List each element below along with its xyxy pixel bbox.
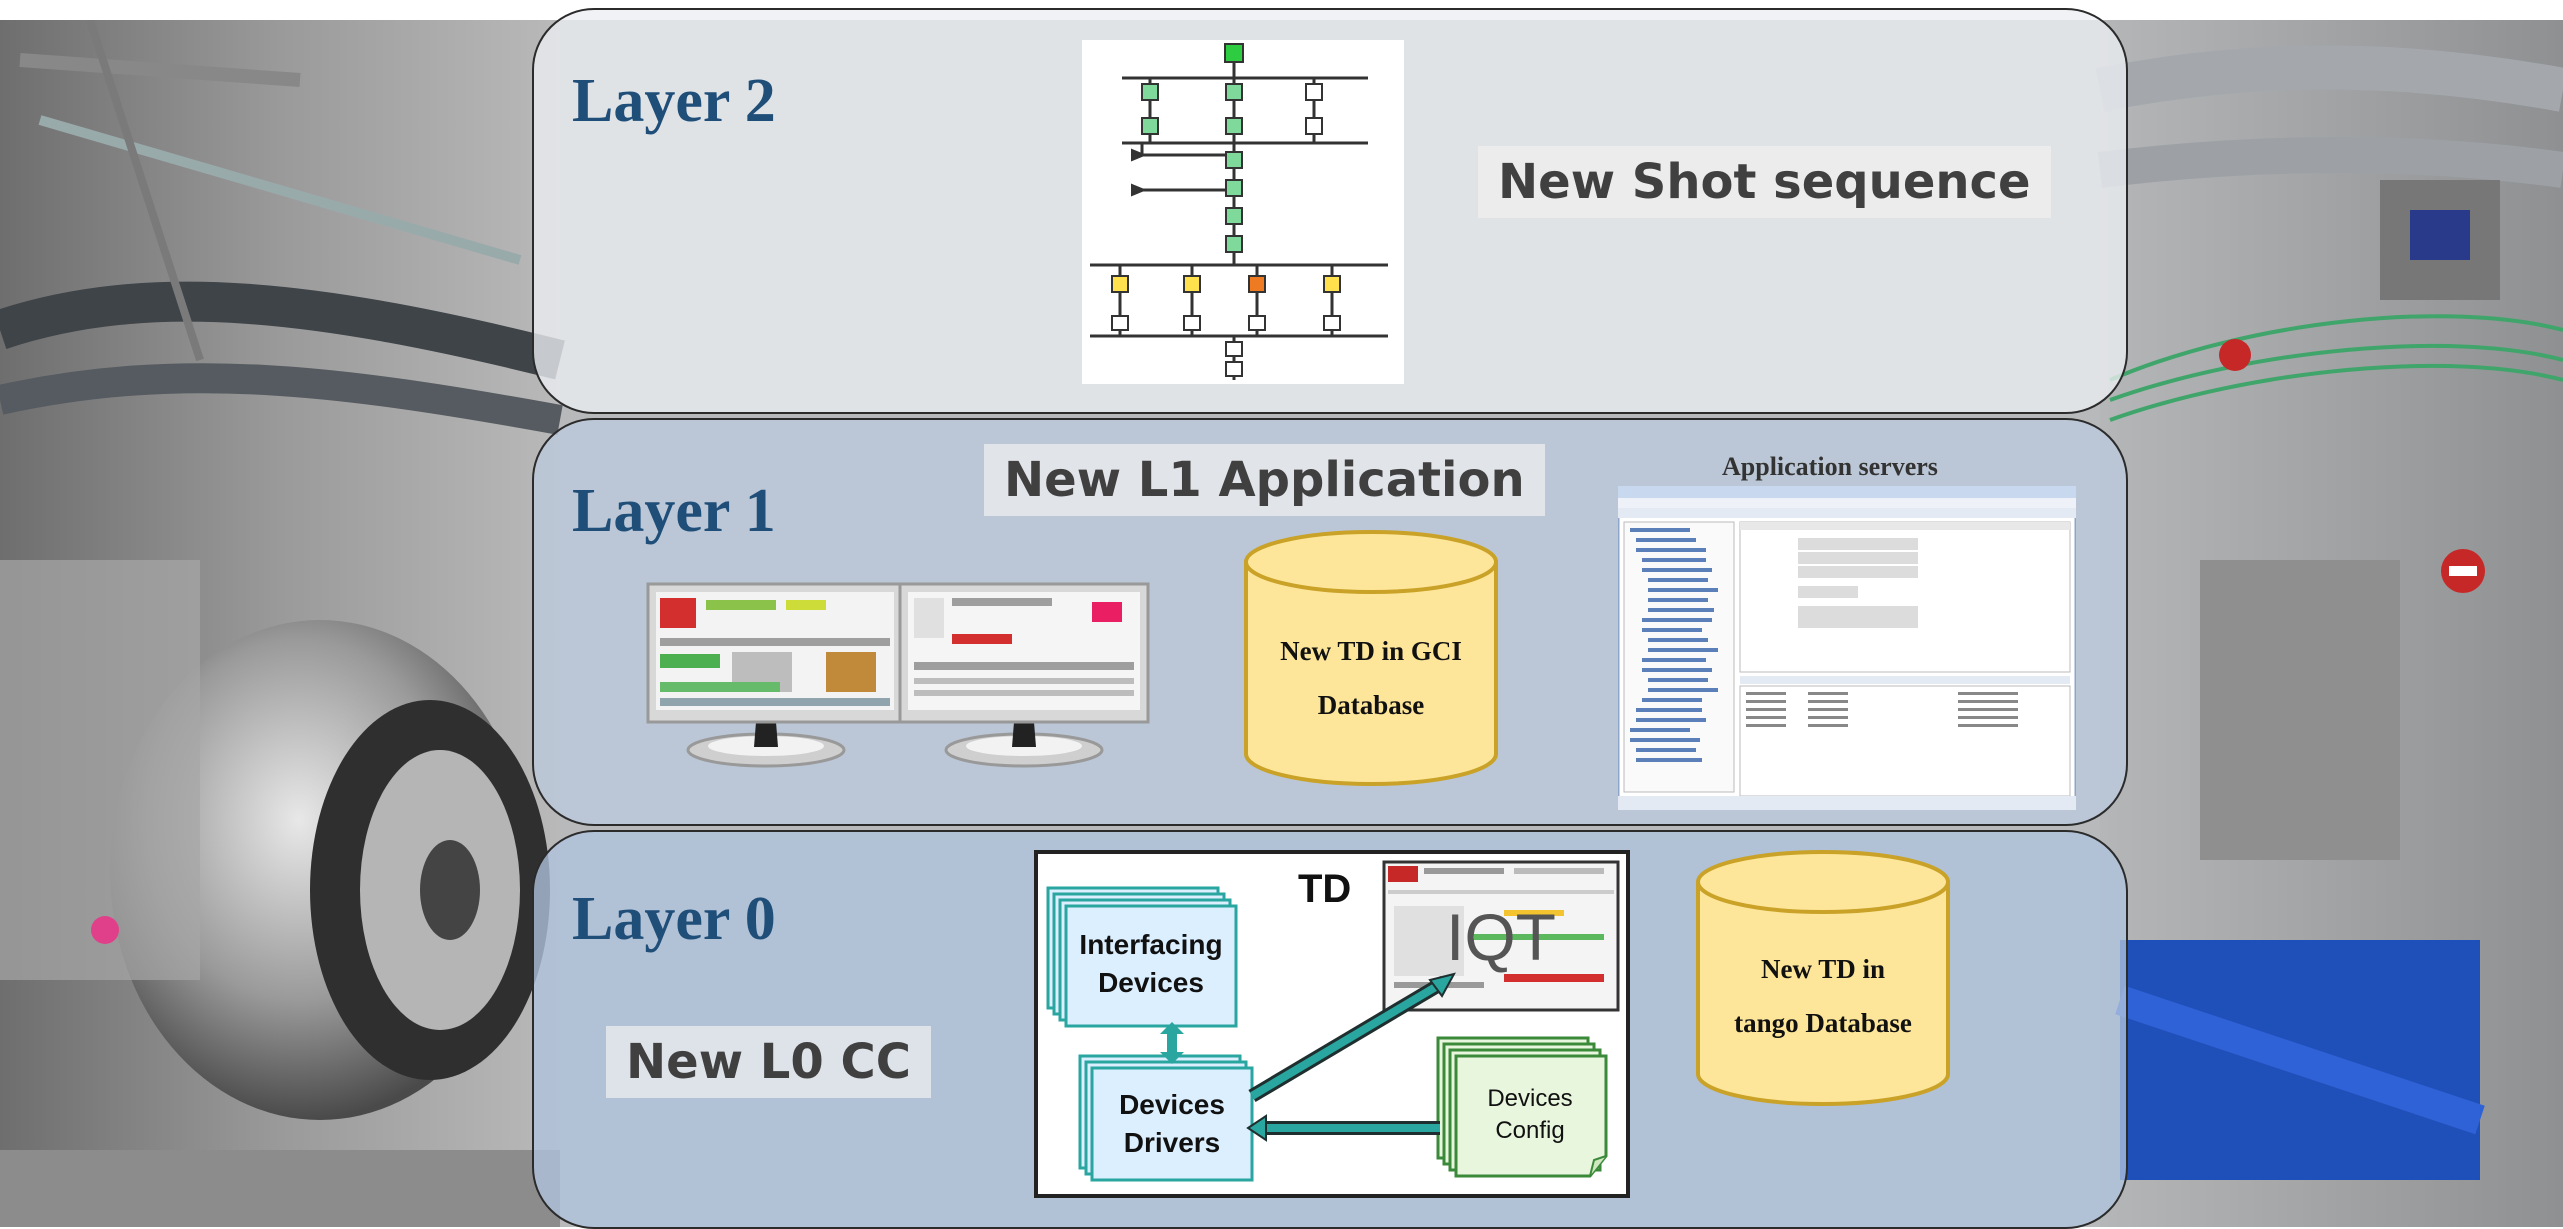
interfacing-devices-box: Interfacing Devices xyxy=(1046,886,1238,1028)
config-line2: Config xyxy=(1495,1117,1564,1144)
application-servers-caption: Application servers xyxy=(1722,452,1938,481)
layer-1-title: Layer 1 xyxy=(572,477,776,545)
shot-sequence-diagram xyxy=(1082,40,1404,384)
iqt-screenshot: IQT xyxy=(1382,860,1620,1012)
drivers-line1: Devices xyxy=(1119,1089,1225,1120)
td-architecture-diagram: TD IQT Interfacing Devices Devices Drive… xyxy=(1034,850,1630,1198)
monitors-illustration xyxy=(646,582,1150,768)
iqt-label: IQT xyxy=(1446,900,1556,974)
layer-2-title: Layer 2 xyxy=(572,67,776,135)
connector-arrows xyxy=(1160,972,1456,1142)
interfacing-line1: Interfacing xyxy=(1079,929,1222,960)
td-label: TD xyxy=(1298,867,1351,911)
layer-2-label: New Shot sequence xyxy=(1478,146,2051,218)
layer-0-label: New L0 CC xyxy=(606,1026,931,1098)
tango-database-cylinder: New TD in tango Database xyxy=(1696,850,1950,1106)
layer-0-title: Layer 0 xyxy=(572,885,776,953)
tango-database-line2: tango Database xyxy=(1734,1008,1912,1038)
devices-config-box: Devices Config xyxy=(1436,1036,1608,1178)
layer-1-label: New L1 Application xyxy=(984,444,1545,516)
gci-database-line2: Database xyxy=(1318,690,1425,720)
gci-database-cylinder: New TD in GCI Database xyxy=(1244,530,1498,786)
devices-drivers-box: Devices Drivers xyxy=(1078,1054,1254,1182)
application-servers-screenshot xyxy=(1618,486,2076,810)
config-line1: Devices xyxy=(1487,1085,1572,1112)
interfacing-line2: Devices xyxy=(1098,967,1204,998)
tango-database-line1: New TD in xyxy=(1761,954,1885,984)
drivers-line2: Drivers xyxy=(1124,1127,1221,1158)
gci-database-line1: New TD in GCI xyxy=(1280,636,1462,666)
